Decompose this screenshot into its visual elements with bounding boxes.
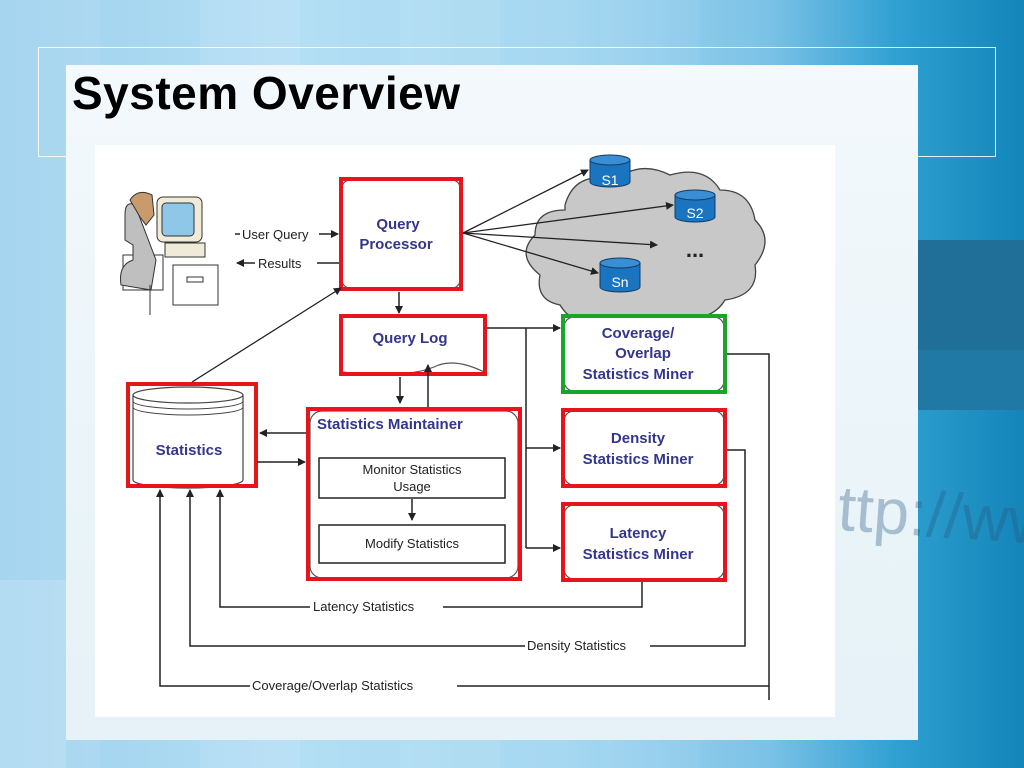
coverage-miner-label-1: Coverage/ [602, 325, 675, 342]
density-statistics-label: Density Statistics [527, 638, 626, 653]
latency-statistics-miner-node: Latency Statistics Miner [561, 502, 727, 582]
source-s2-label: S2 [686, 205, 703, 221]
coverage-overlap-statistics-miner-node: Coverage/ Overlap Statistics Miner [561, 314, 727, 394]
coverage-overlap-statistics-label: Coverage/Overlap Statistics [252, 678, 414, 693]
more-sources-ellipsis: ... [686, 237, 704, 262]
query-log-label: Query Log [372, 330, 447, 347]
latency-miner-label-2: Statistics Miner [583, 546, 694, 563]
monitor-statistics-usage-box [318, 457, 506, 499]
user-at-computer-icon [120, 191, 219, 315]
latency-miner-label-1: Latency [610, 525, 667, 542]
modify-statistics-label: Modify Statistics [365, 536, 459, 551]
monitor-statistics-label-2: Usage [393, 479, 431, 494]
query-processor-node: Query Processor [339, 177, 463, 291]
system-diagram: User Query Results Query Processor S1 S2 [95, 145, 835, 717]
statistics-maintainer-node: Statistics Maintainer Monitor Statistics… [306, 407, 522, 581]
density-miner-label-2: Statistics Miner [583, 451, 694, 468]
source-s2-database-icon: S2 [674, 189, 716, 223]
query-processor-label-1: Query [376, 216, 420, 233]
statistics-maintainer-label: Statistics Maintainer [317, 416, 463, 433]
query-log-node: Query Log [339, 314, 487, 376]
results-label: Results [258, 256, 302, 271]
coverage-miner-label-3: Statistics Miner [583, 366, 694, 383]
modify-statistics-box [318, 524, 506, 564]
density-miner-label-1: Density [611, 430, 666, 447]
coverage-miner-label-2: Overlap [615, 345, 671, 362]
slide-title: System Overview [72, 67, 461, 119]
statistics-database-node: Statistics [126, 382, 258, 489]
latency-statistics-label: Latency Statistics [313, 599, 415, 614]
density-statistics-miner-node: Density Statistics Miner [561, 408, 727, 488]
user-query-label: User Query [242, 227, 309, 242]
data-sources-cloud [525, 168, 766, 328]
monitor-statistics-label-1: Monitor Statistics [363, 462, 462, 477]
source-s1-label: S1 [601, 172, 618, 188]
source-sn-label: Sn [611, 274, 628, 290]
statistics-label: Statistics [156, 442, 223, 459]
source-sn-database-icon: Sn [599, 257, 641, 293]
source-s1-database-icon: S1 [589, 154, 631, 188]
query-processor-label-2: Processor [359, 236, 433, 253]
